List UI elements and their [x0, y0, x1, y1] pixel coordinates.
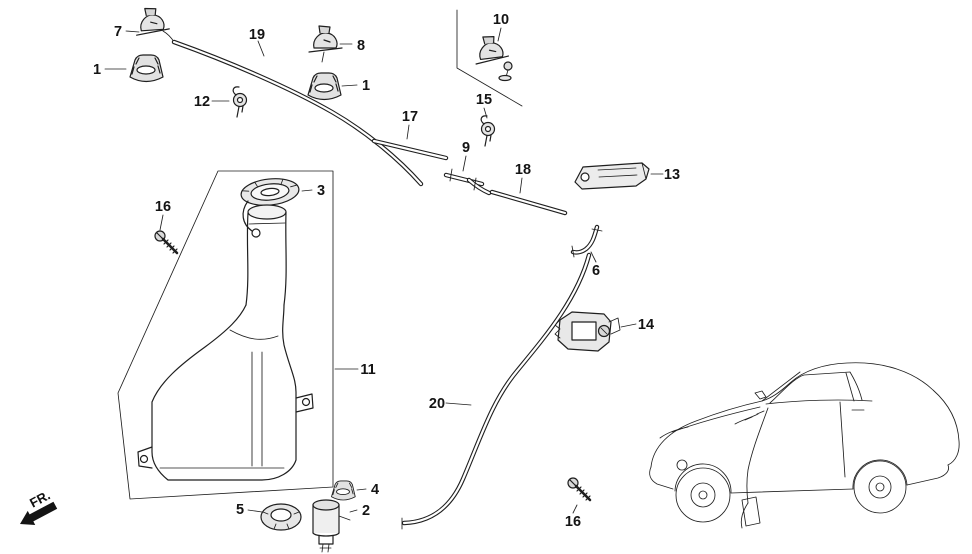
part-label-5: 5 [236, 502, 244, 518]
part-label-1-right: 1 [362, 78, 370, 94]
grommet-part-1-right [307, 72, 342, 101]
part-label-1-left: 1 [93, 62, 101, 78]
detail-view-bracket-line [456, 9, 523, 107]
part-label-6: 6 [592, 263, 600, 279]
pump-seal-part-5 [260, 503, 302, 531]
bracket-part-14 [554, 311, 621, 352]
reservoir-outline-box [117, 170, 334, 500]
hose-clip-part-15 [480, 115, 496, 147]
washer-hose-part-17 [371, 138, 449, 161]
mount-bolt-part-16-right [566, 476, 592, 502]
elbow-joint-part-6 [570, 224, 603, 258]
nozzle-assembly-part-10 [472, 33, 513, 82]
part-label-14: 14 [638, 317, 654, 333]
grommet-part-1-left [129, 54, 164, 83]
washer-nozzle-part-8 [308, 25, 343, 63]
washer-pump-part-2 [312, 499, 351, 553]
car-outline [649, 362, 960, 529]
washer-nozzle-part-7 [134, 6, 175, 43]
part-label-8: 8 [357, 38, 365, 54]
part-label-15: 15 [476, 92, 492, 108]
tube-joint-part-9 [443, 168, 492, 196]
part-label-16-right: 16 [565, 514, 581, 530]
washer-hose-part-19 [171, 39, 424, 187]
part-label-3: 3 [317, 183, 325, 199]
part-label-10: 10 [493, 12, 509, 28]
part-label-13: 13 [664, 167, 680, 183]
reservoir-tank-part-11 [137, 204, 314, 481]
part-label-19: 19 [249, 27, 265, 43]
mount-bolt-part-16-left [153, 229, 179, 255]
part-label-12: 12 [194, 94, 210, 110]
part-label-4: 4 [371, 482, 379, 498]
part-label-18: 18 [515, 162, 531, 178]
part-label-16-left: 16 [155, 199, 171, 215]
part-label-11: 11 [360, 362, 375, 378]
washer-hose-part-18 [489, 189, 568, 216]
bracket-part-13 [574, 162, 650, 190]
part-label-17: 17 [402, 109, 418, 125]
part-label-2: 2 [362, 503, 370, 519]
part-label-20: 20 [429, 396, 445, 412]
fr-direction-arrow: FR. [20, 487, 58, 525]
reservoir-cap-part-3 [240, 178, 300, 238]
hose-clip-part-12 [232, 86, 248, 118]
leader-lines [104, 27, 664, 514]
grommet-part-4 [331, 480, 356, 501]
washer-hose-part-20 [401, 252, 592, 530]
part-label-9: 9 [462, 140, 470, 156]
part-label-7: 7 [114, 24, 122, 40]
